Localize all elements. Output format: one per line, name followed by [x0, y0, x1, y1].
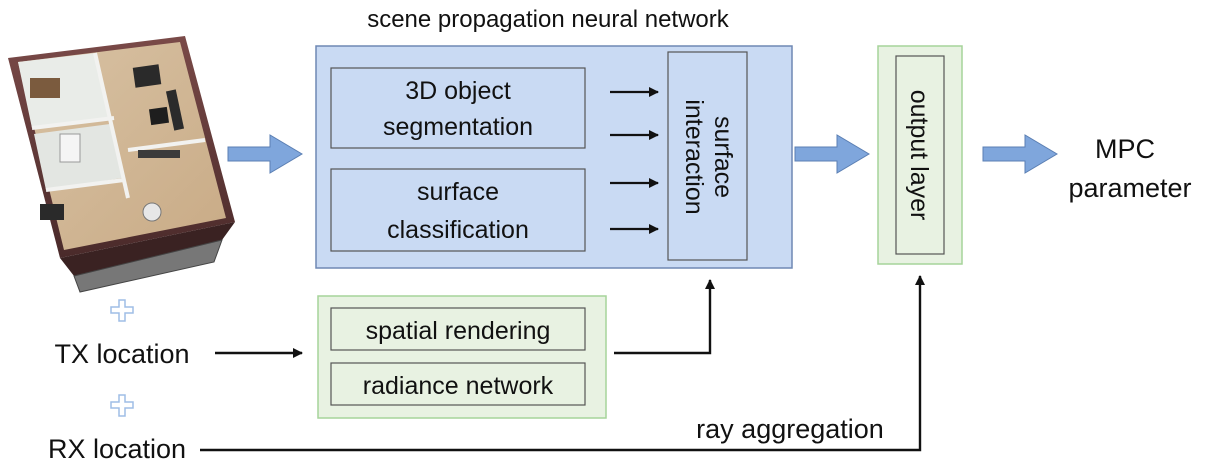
diagram-title: scene propagation neural network — [367, 6, 730, 33]
object-segmentation-line1: 3D object — [405, 77, 511, 105]
ray-aggregation-label: ray aggregation — [696, 414, 884, 444]
surface-classification-line1: surface — [417, 178, 499, 206]
surface-classification-line2: classification — [387, 216, 529, 244]
output-layer-box — [895, 55, 945, 255]
output-layer-label: output layer — [905, 90, 933, 221]
rx-location-label: RX location — [48, 434, 186, 464]
plus-icon — [110, 299, 134, 322]
block-arrow-icon — [982, 134, 1058, 174]
surface-interaction-line1: surface — [709, 116, 737, 198]
radiance-network-box — [330, 362, 586, 406]
spatial-rendering-label: spatial rendering — [366, 317, 551, 345]
tx-location-label: TX location — [54, 339, 189, 369]
radiance-network-label: radiance network — [363, 372, 554, 400]
surface-classification-box — [330, 168, 586, 252]
mpc-label: MPC — [1095, 134, 1155, 164]
parameter-label: parameter — [1068, 173, 1191, 203]
internal-arrows — [610, 87, 659, 234]
scene-network-block — [315, 45, 793, 269]
object-segmentation-box — [330, 67, 586, 149]
rendering-block — [317, 295, 607, 419]
surface-interaction-box — [667, 51, 748, 261]
block-arrow-icon — [794, 134, 870, 174]
plus-icon — [110, 394, 134, 417]
floor-plan-image — [8, 36, 235, 293]
object-segmentation-line2: segmentation — [383, 113, 533, 141]
spatial-rendering-box — [330, 307, 586, 351]
output-layer-block — [877, 45, 963, 265]
connector-arrows — [200, 275, 925, 452]
surface-interaction-line2: interaction — [680, 99, 708, 214]
block-arrow-icon — [227, 134, 303, 174]
